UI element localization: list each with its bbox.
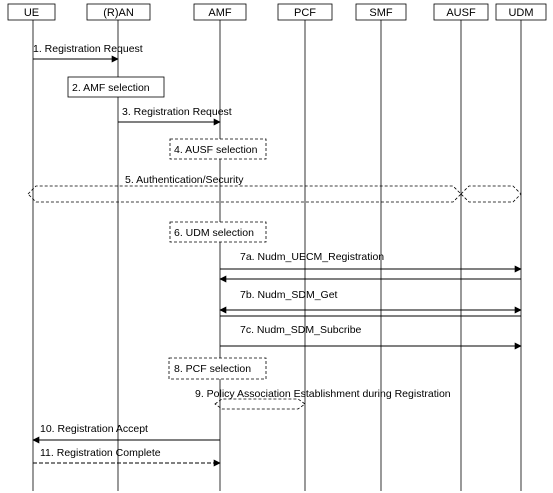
step-7a-nudm-uecm-registration: 7a. Nudm_UECM_Registration — [219, 251, 522, 283]
entity-ue: UE — [7, 3, 56, 21]
step-11-registration-complete: 11. Registration Complete — [33, 447, 221, 467]
step-4-ausf-selection: 4. AUSF selection — [169, 138, 267, 160]
exchange-arrow-ue-ausf — [27, 185, 462, 203]
step-label: 4. AUSF selection — [174, 144, 258, 156]
step-label: 7b. Nudm_SDM_Get — [240, 289, 338, 301]
step-3-registration-request: 3. Registration Request — [118, 106, 232, 126]
step-1-registration-request: 1. Registration Request — [33, 43, 143, 63]
entity-pcf: PCF — [277, 3, 333, 21]
step-10-registration-accept: 10. Registration Accept — [32, 423, 220, 444]
step-label: 2. AMF selection — [72, 82, 150, 94]
entity-label: AMF — [208, 7, 232, 19]
exchange-arrow-ausf-udm — [460, 185, 522, 203]
entity-udm: UDM — [495, 3, 547, 21]
entity-label: PCF — [294, 7, 316, 19]
entity-label: UDM — [508, 7, 533, 19]
procedure-arrow — [214, 398, 306, 410]
step-label: 7a. Nudm_UECM_Registration — [240, 251, 384, 263]
entity-ran: (R)AN — [86, 3, 151, 21]
lifelines — [32, 20, 522, 491]
step-8-pcf-selection: 8. PCF selection — [168, 357, 267, 380]
step-label: 9. Policy Association Establishment duri… — [195, 388, 451, 400]
step-6-udm-selection: 6. UDM selection — [169, 221, 267, 243]
step-label: 10. Registration Accept — [40, 423, 148, 435]
step-label: 3. Registration Request — [122, 106, 232, 118]
entity-label: SMF — [369, 7, 393, 19]
entity-smf: SMF — [355, 3, 407, 21]
step-label: 1. Registration Request — [33, 43, 143, 55]
entity-label: (R)AN — [103, 7, 134, 19]
step-9-policy-association: 9. Policy Association Establishment duri… — [195, 388, 451, 410]
entity-label: UE — [24, 7, 39, 19]
step-label: 11. Registration Complete — [40, 447, 161, 459]
step-7b-nudm-sdm-get: 7b. Nudm_SDM_Get — [219, 289, 522, 317]
step-2-amf-selection: 2. AMF selection — [67, 76, 165, 98]
step-label: 8. PCF selection — [174, 363, 251, 375]
step-7c-nudm-sdm-subcribe: 7c. Nudm_SDM_Subcribe — [220, 324, 522, 350]
step-5-authentication-security: 5. Authentication/Security — [27, 174, 522, 203]
entity-ausf: AUSF — [433, 3, 489, 21]
step-label: 7c. Nudm_SDM_Subcribe — [240, 324, 362, 336]
entity-amf: AMF — [193, 3, 247, 21]
entity-label: AUSF — [446, 7, 476, 19]
step-label: 6. UDM selection — [174, 227, 254, 239]
step-label: 5. Authentication/Security — [125, 174, 244, 186]
